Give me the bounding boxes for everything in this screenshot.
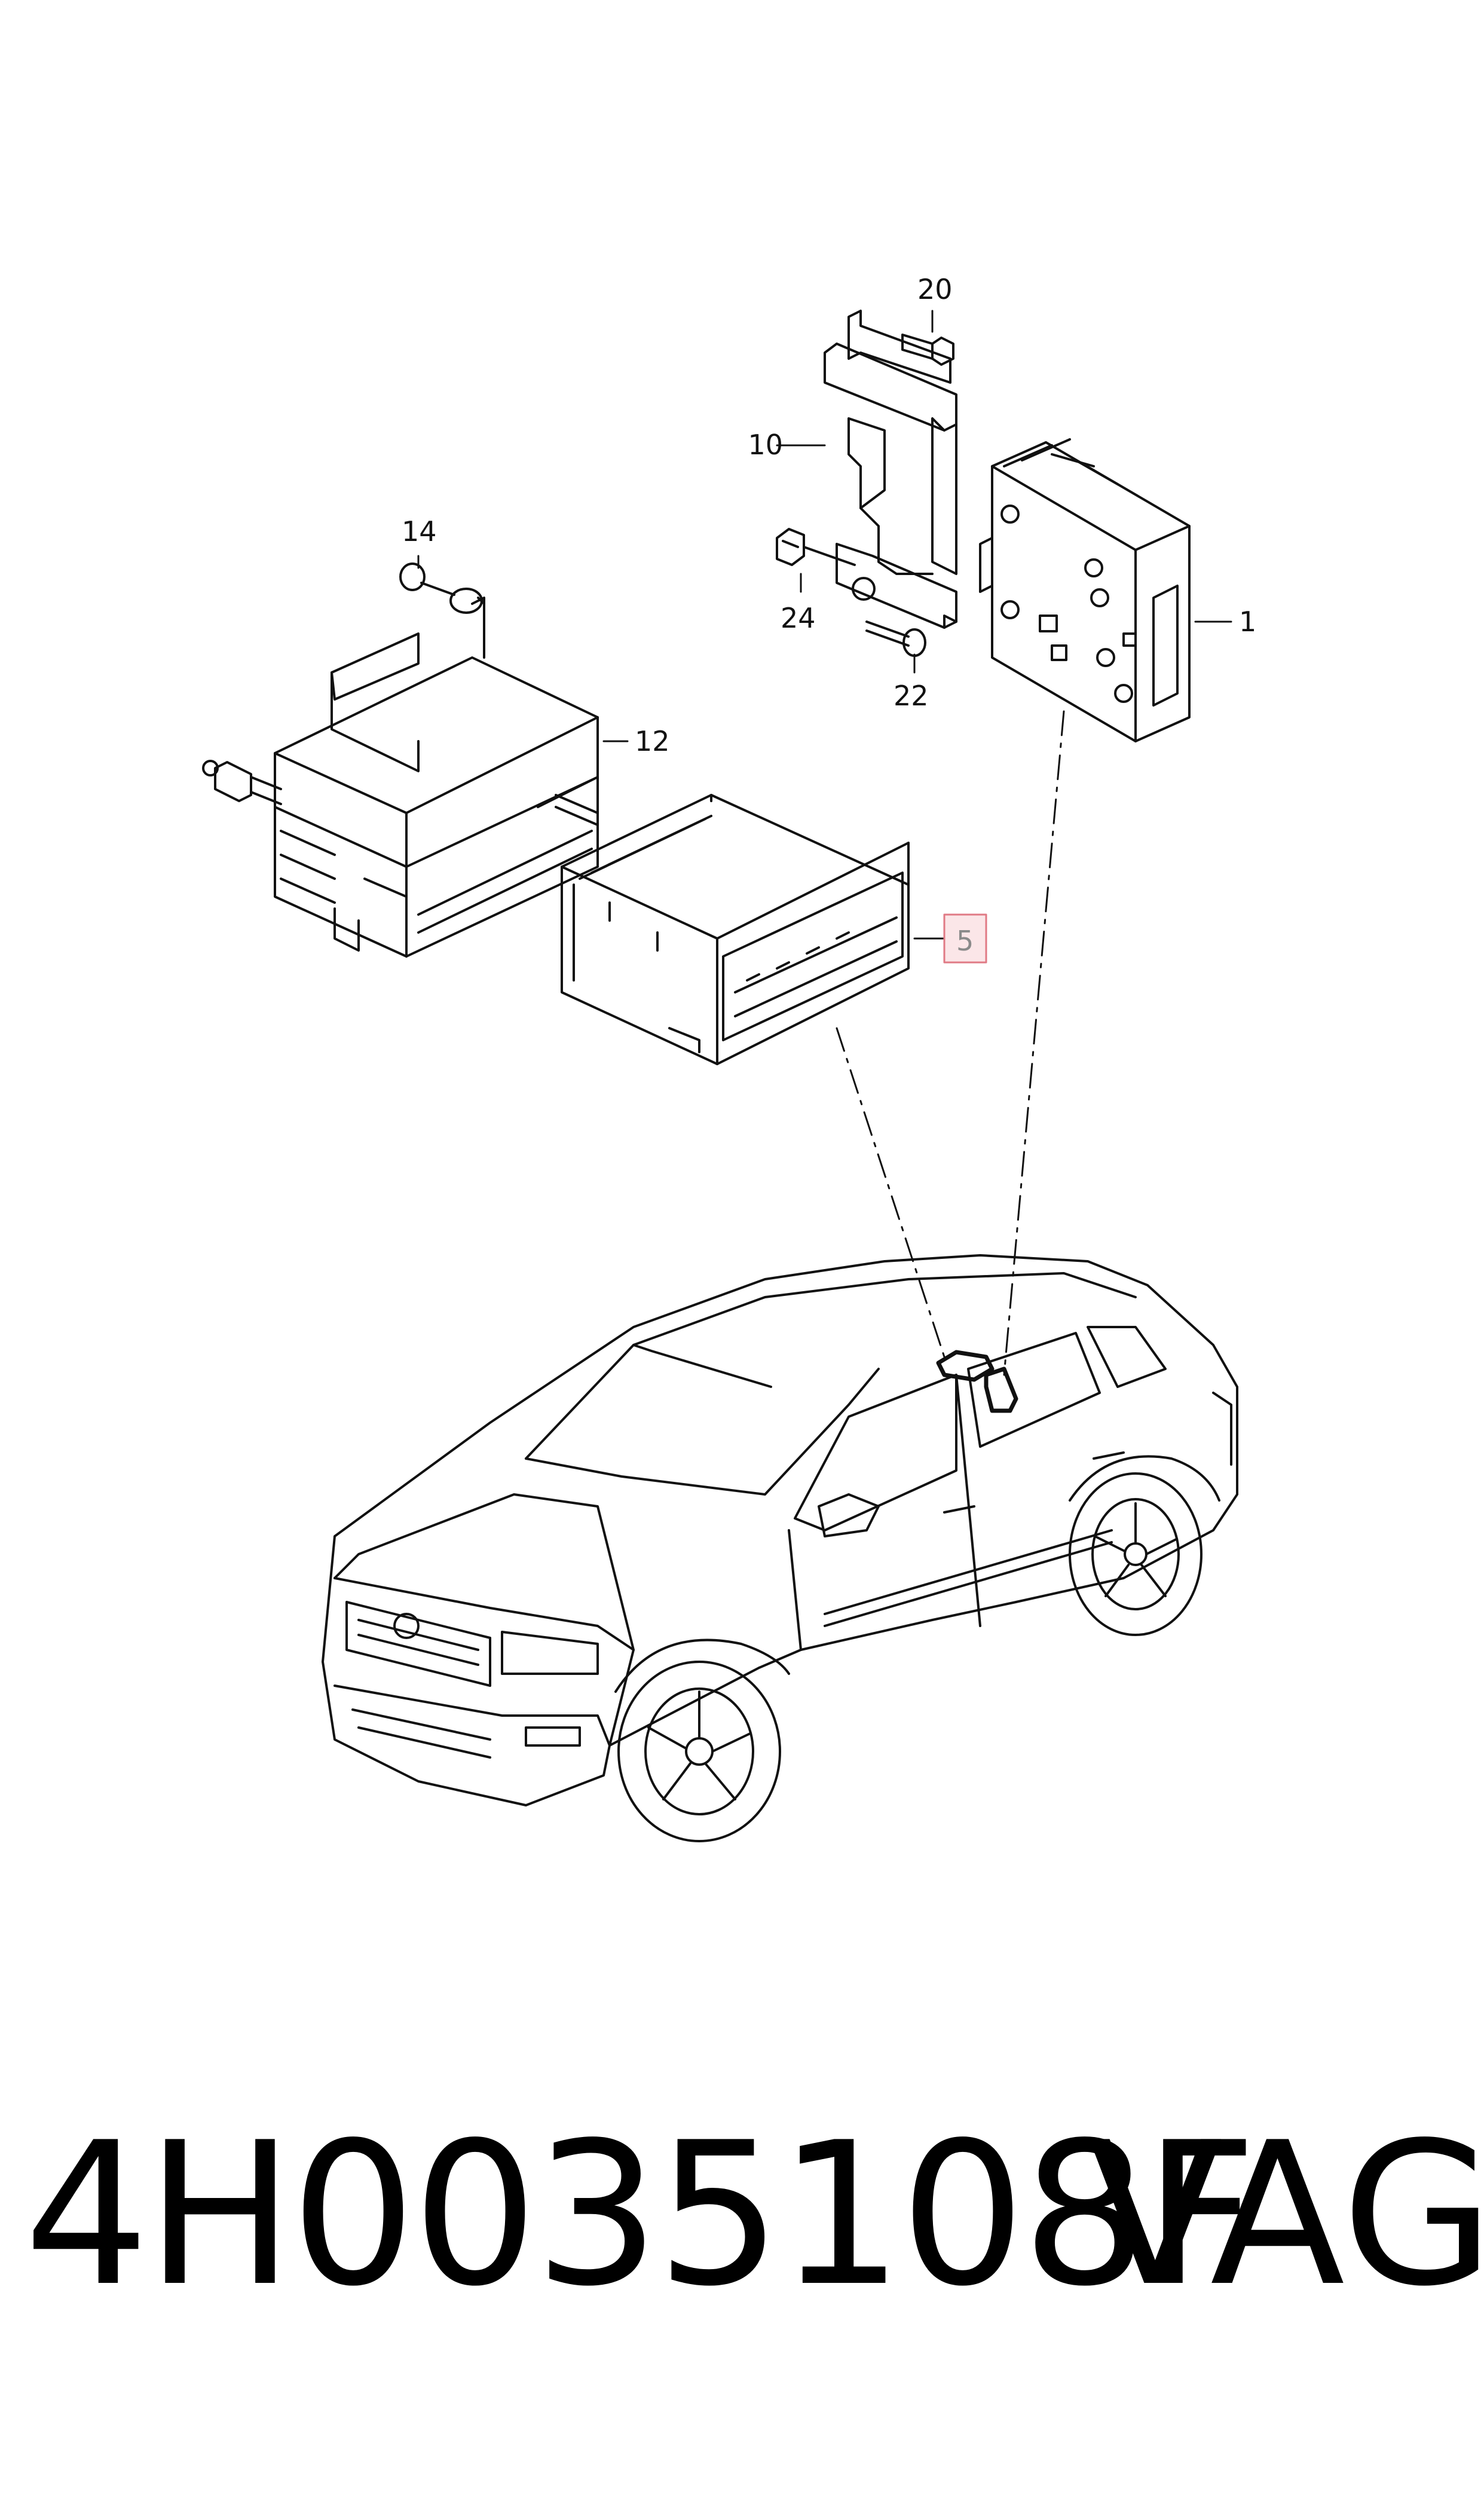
callout-1: 1 <box>1239 606 1256 638</box>
location-markers <box>936 1350 1018 1413</box>
vehicle-illustration <box>322 1254 1238 1842</box>
callout-24: 24 <box>781 602 816 634</box>
callout-leaders <box>417 310 1232 940</box>
callout-5-highlight <box>943 913 987 964</box>
clip-part-20 <box>901 334 954 366</box>
parts-diagram: 20 10 14 24 22 1 12 5 <box>202 273 1256 1842</box>
nut-part-24 <box>776 528 876 601</box>
callout-12: 12 <box>635 725 670 757</box>
callout-10: 10 <box>748 429 783 461</box>
screw-part-22 <box>865 620 926 657</box>
bracket-part-10 <box>824 310 957 629</box>
callout-5: 5 <box>956 925 974 957</box>
control-unit-part-1 <box>979 438 1191 742</box>
callout-22: 22 <box>894 680 929 712</box>
part-number: 4H0035108F <box>24 2100 1257 2329</box>
screw-part-14 <box>399 562 485 614</box>
dvd-changer-part-5 <box>561 794 910 1065</box>
brand-name: VAG <box>1088 2100 1484 2329</box>
leader-lines <box>836 710 1065 1376</box>
callout-14: 14 <box>402 515 437 548</box>
callout-20: 20 <box>917 273 953 305</box>
frame-part-12 <box>202 597 599 958</box>
